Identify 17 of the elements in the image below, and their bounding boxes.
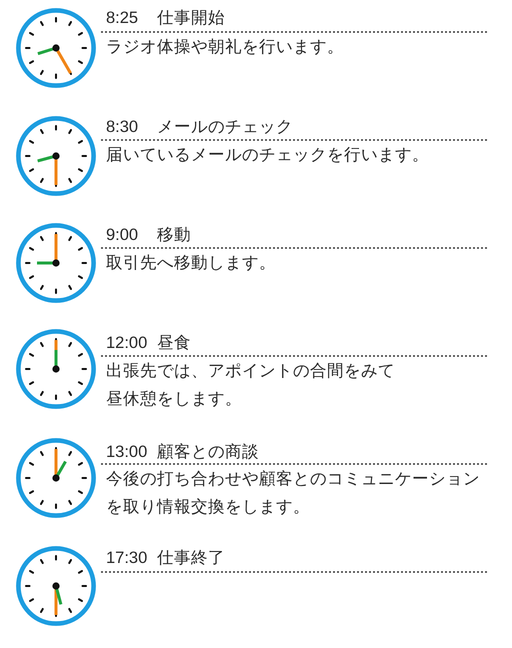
description-text: 出張先では、アポイントの合間をみて昼休憩をします。 — [106, 361, 396, 410]
description-text: ラジオ体操や朝礼を行います。 — [106, 37, 345, 58]
time-text: 8:30 — [106, 117, 138, 137]
heading-text: 移動 — [157, 225, 191, 245]
heading-text: メールのチェック — [157, 117, 293, 137]
time-text: 13:00 — [106, 442, 148, 462]
time-text: 8:25 — [106, 8, 138, 28]
heading-text: 仕事開始 — [157, 8, 225, 28]
time-text: 9:00 — [106, 225, 138, 245]
time-text: 17:30 — [106, 548, 148, 568]
description-text: 今後の打ち合わせや顧客とのコミュニケーションを取り情報交換をします。 — [106, 469, 481, 518]
heading-text: 仕事終了 — [157, 548, 225, 568]
description-text: 届いているメールのチェックを行います。 — [106, 145, 430, 166]
time-text: 12:00 — [106, 333, 148, 353]
heading-text: 顧客との商談 — [157, 442, 259, 462]
description-text: 取引先へ移動します。 — [106, 253, 277, 274]
heading-text: 昼食 — [157, 333, 191, 353]
